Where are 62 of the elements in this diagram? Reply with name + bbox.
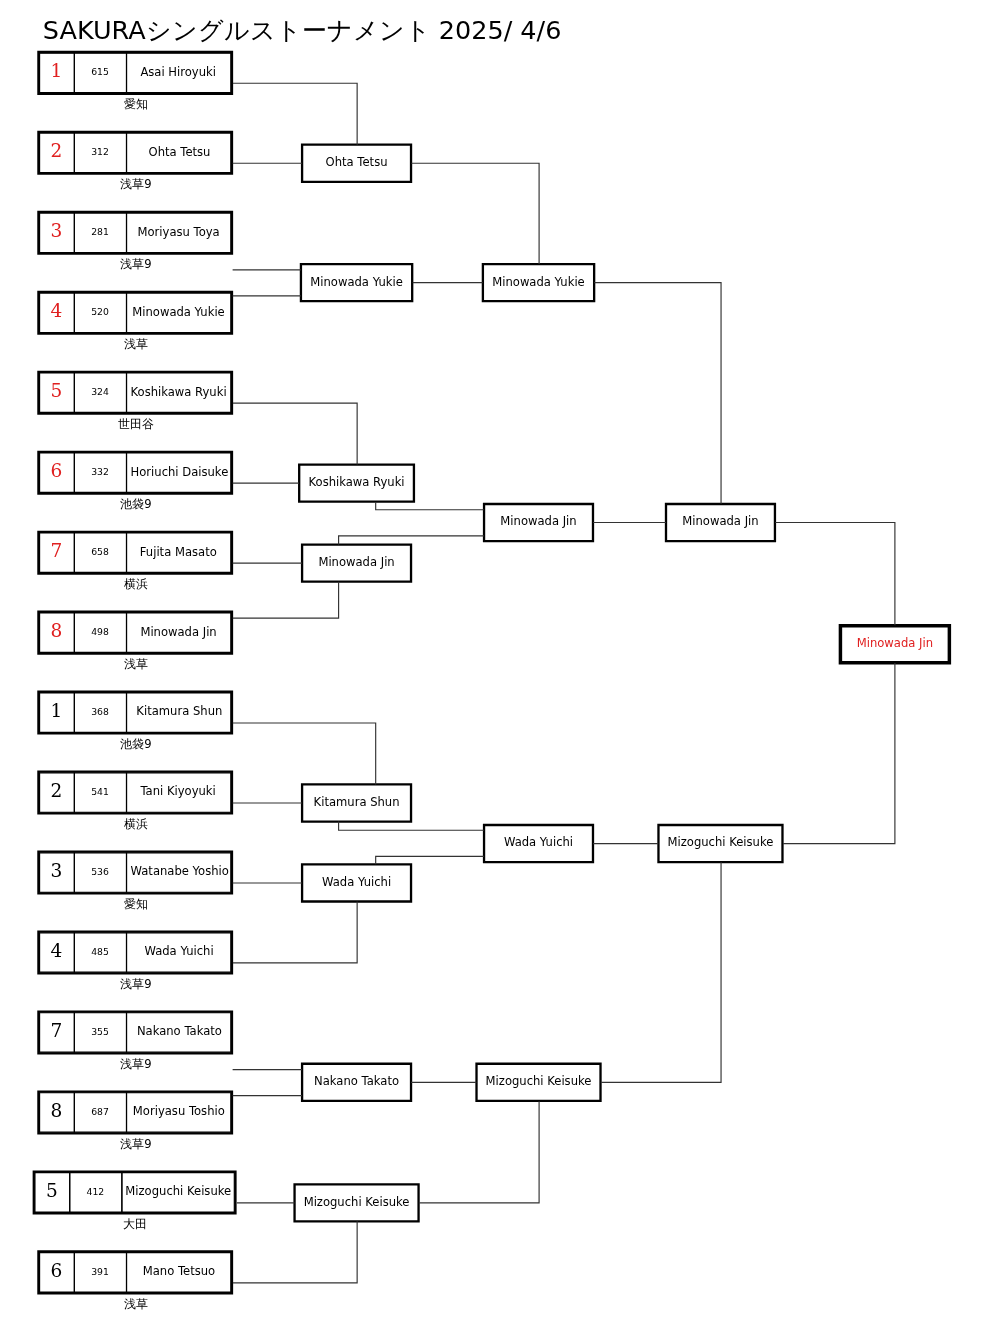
connector xyxy=(232,402,358,465)
connector xyxy=(232,82,358,145)
connector xyxy=(232,268,302,270)
connector xyxy=(232,1094,303,1096)
node-box: Mizoguchi Keisuke xyxy=(657,823,784,863)
connector xyxy=(774,521,896,626)
connector xyxy=(232,162,303,164)
node-box: Wada Yuichi xyxy=(482,823,595,863)
connector xyxy=(232,482,300,484)
node-label: 横浜 xyxy=(123,576,148,591)
node-label: 愛知 xyxy=(123,96,148,111)
connector xyxy=(593,281,722,504)
node-label: 浅草9 xyxy=(120,1056,152,1071)
node-box: Kitamura Shun xyxy=(300,782,413,823)
node-label: 浅草9 xyxy=(120,176,152,191)
node-box: Wada Yuichi xyxy=(300,862,413,903)
node-box: Ohta Tetsu xyxy=(300,143,413,183)
node-box: Minowada Yukie xyxy=(481,262,596,302)
connector xyxy=(232,562,303,564)
node-box: Minowada Jin xyxy=(482,502,595,542)
connector xyxy=(782,661,896,844)
node-label: 世田谷 xyxy=(117,416,154,431)
connector xyxy=(232,900,358,963)
node-label: 横浜 xyxy=(123,816,148,831)
connector xyxy=(232,721,377,785)
node-label: 浅草9 xyxy=(120,976,152,991)
connector xyxy=(375,500,485,510)
node-box: Minowada Jin xyxy=(664,502,777,542)
connector xyxy=(410,1081,477,1083)
connector xyxy=(236,1201,296,1203)
connector xyxy=(232,801,303,804)
connector xyxy=(375,855,485,865)
connector xyxy=(232,881,303,884)
connector xyxy=(412,281,484,283)
diagram-title: SAKURAシングルストーナメント 2025/ 4/6 xyxy=(42,14,562,45)
connector xyxy=(592,842,659,844)
connector xyxy=(600,861,722,1083)
node-label: 浅草9 xyxy=(120,256,152,271)
connector xyxy=(418,1100,540,1203)
connector xyxy=(338,820,485,831)
node-box: Minowada Yukie xyxy=(299,262,414,302)
connector xyxy=(232,294,302,297)
node-box: Mizoguchi Keisuke xyxy=(293,1182,420,1223)
connector xyxy=(232,1220,358,1283)
connector xyxy=(410,162,540,265)
node-label: 愛知 xyxy=(123,896,148,911)
node-box: Mizoguchi Keisuke xyxy=(475,1062,602,1102)
connector xyxy=(232,580,340,619)
node-box: Minowada Jin xyxy=(838,623,952,664)
node-label: 大田 xyxy=(123,1216,148,1231)
node-box: Koshikawa Ryuki xyxy=(298,462,416,503)
node-label: 浅草 xyxy=(123,336,148,351)
node-box: Nakano Takato xyxy=(300,1062,413,1102)
node-label: 池袋9 xyxy=(120,496,152,511)
node-label: 浅草 xyxy=(123,656,148,671)
connector xyxy=(592,521,667,523)
connector xyxy=(338,534,485,545)
node-box: Minowada Jin xyxy=(300,542,413,583)
node-label: 浅草9 xyxy=(120,1136,152,1151)
node-label: 池袋9 xyxy=(120,736,152,751)
node-label: 浅草 xyxy=(123,1296,148,1311)
connector xyxy=(232,1068,303,1070)
